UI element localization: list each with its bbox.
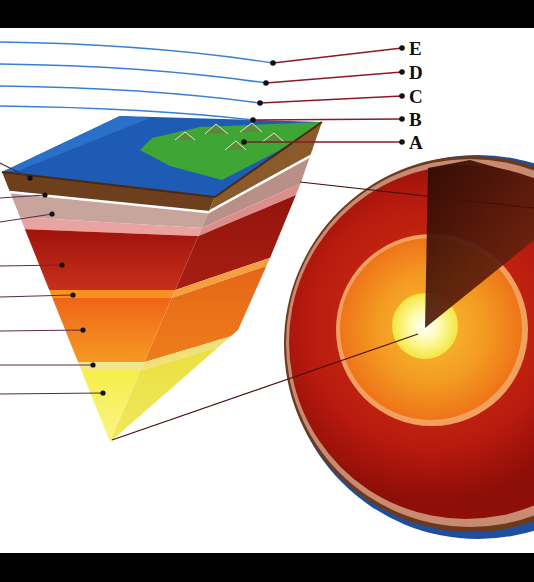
layer-letter: D	[409, 63, 423, 82]
leader-line	[300, 182, 534, 208]
layer-letter: C	[409, 87, 423, 106]
layer-letter: A	[409, 133, 423, 152]
earth-sphere	[284, 155, 534, 539]
earth-wedge	[0, 39, 400, 505]
leader-line	[112, 334, 418, 440]
top-bar	[0, 0, 534, 28]
leader-lines	[0, 163, 106, 396]
label-leaders	[0, 42, 405, 145]
layer-letter: B	[409, 110, 422, 129]
layer-letter: E	[409, 39, 422, 58]
bottom-bar	[0, 553, 534, 582]
